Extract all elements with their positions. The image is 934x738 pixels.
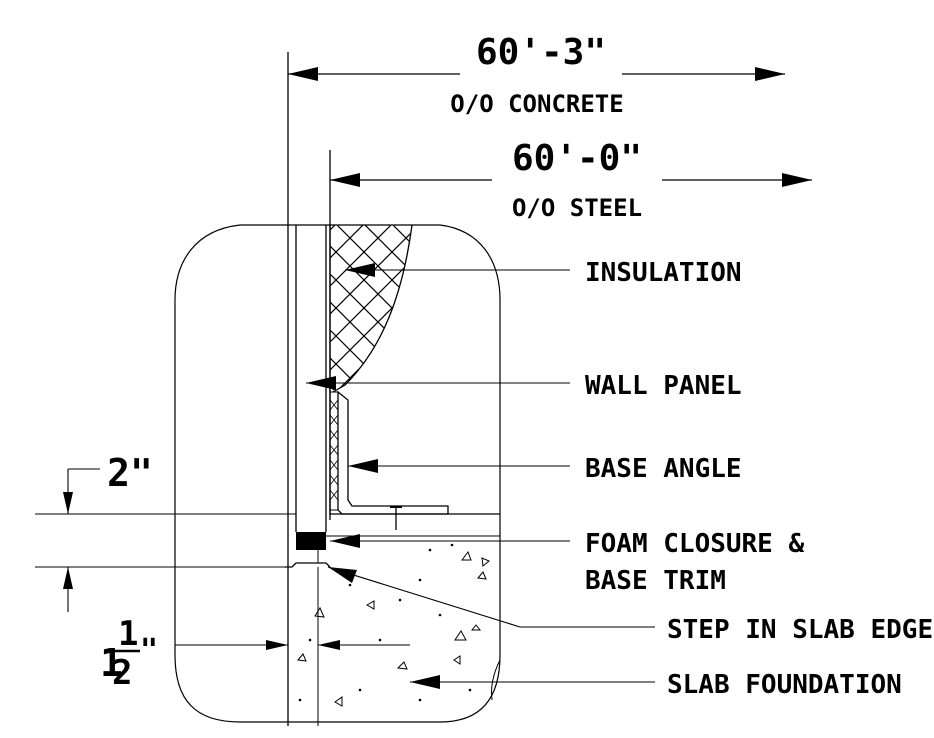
detail-callout-outline xyxy=(174,224,501,723)
insulation-leader-arrow xyxy=(345,263,375,277)
foam-closure-label-line2: BASE TRIM xyxy=(585,566,726,596)
steel-dim-note: O/O STEEL xyxy=(512,194,642,222)
svg-text:1: 1 xyxy=(118,614,138,654)
concrete-dim-arrow-right xyxy=(755,67,785,81)
step-in-slab-edge-label: STEP IN SLAB EDGE xyxy=(667,615,933,645)
slab-offset-dim-value: 1 1 2 " xyxy=(100,614,158,693)
anchor-fastener xyxy=(390,506,402,530)
steel-dim-value: 60'-0" xyxy=(512,138,642,179)
slab-break-line xyxy=(491,659,501,701)
slab-offset-arrow-right xyxy=(318,640,340,650)
wall-panel-leader-arrow xyxy=(306,376,336,390)
step-height-dim-value: 2" xyxy=(107,451,153,495)
step-height-arrow-bottom xyxy=(63,567,73,589)
concrete-dim-arrow-left xyxy=(288,67,318,81)
concrete-dim-note: O/O CONCRETE xyxy=(450,90,623,118)
wall-panel-label: WALL PANEL xyxy=(585,371,742,401)
foam-closure xyxy=(296,532,326,550)
svg-text:": " xyxy=(140,633,158,668)
slab-foundation-label: SLAB FOUNDATION xyxy=(667,670,902,700)
step-slab-edge-leader-arrow xyxy=(328,567,357,583)
steel-dim-arrow-left xyxy=(330,173,360,187)
step-slab-edge-leader xyxy=(327,566,655,628)
slab-offset-arrow-left xyxy=(266,640,288,650)
compressed-insulation-strip xyxy=(329,391,339,511)
insulation-label: INSULATION xyxy=(585,258,742,288)
svg-text:2: 2 xyxy=(112,653,132,693)
slab-foundation-leader-arrow xyxy=(410,675,440,689)
base-angle-label: BASE ANGLE xyxy=(585,454,742,484)
base-angle xyxy=(337,390,449,515)
base-angle-leader-arrow xyxy=(348,459,378,473)
concrete-aggregate xyxy=(297,543,490,707)
steel-dim-arrow-right xyxy=(782,173,812,187)
concrete-dim-value: 60'-3" xyxy=(476,32,606,73)
foam-closure-leader-arrow xyxy=(330,534,360,548)
slab-step xyxy=(285,562,331,568)
foam-closure-label-line1: FOAM CLOSURE & xyxy=(585,529,804,559)
step-height-arrow-top xyxy=(63,492,73,514)
